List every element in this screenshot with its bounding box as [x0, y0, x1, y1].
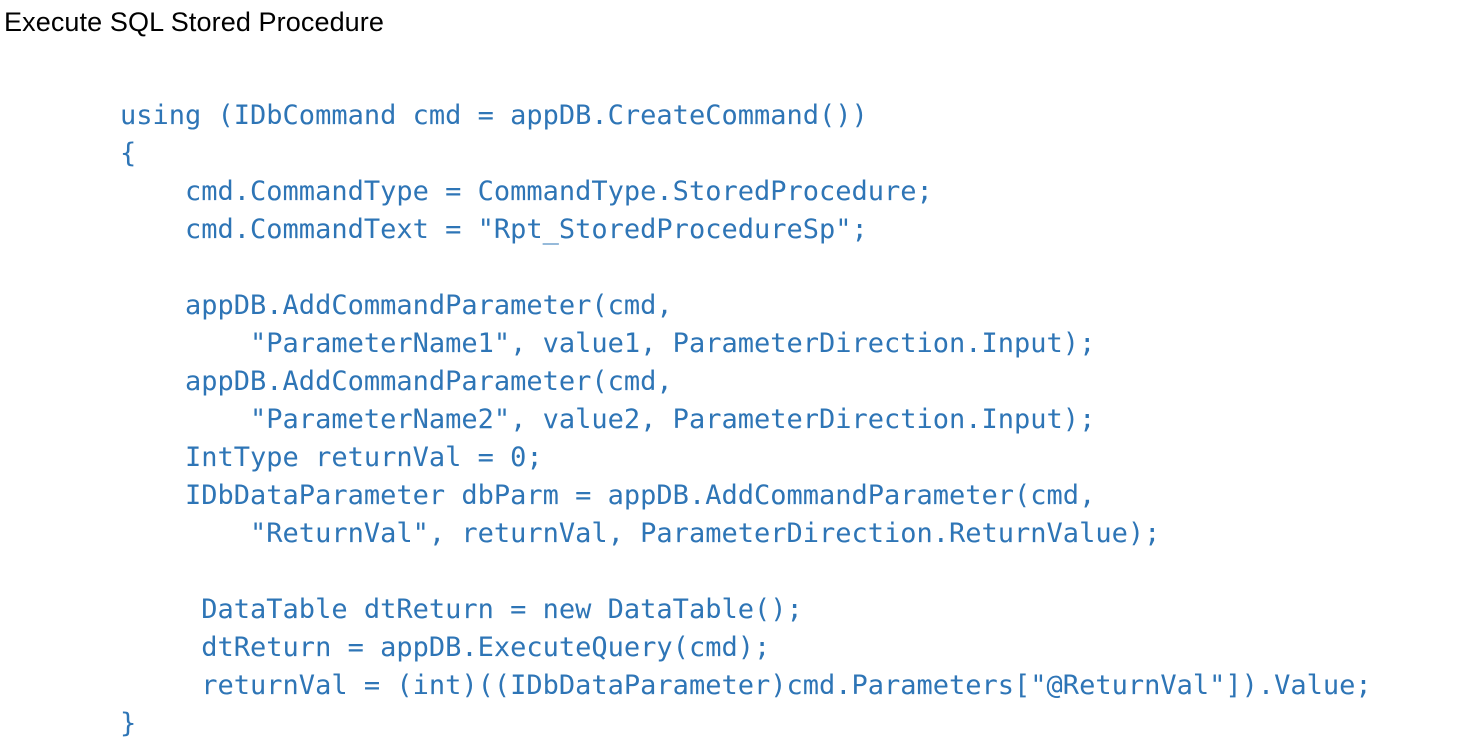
- code-snippet-block: using (IDbCommand cmd = appDB.CreateComm…: [120, 97, 1372, 743]
- code-line: [120, 553, 1372, 591]
- code-line: }: [120, 708, 137, 739]
- code-line: DataTable dtReturn = new DataTable();: [120, 594, 803, 625]
- code-line: "ParameterName2", value2, ParameterDirec…: [120, 404, 1096, 435]
- page-title: Execute SQL Stored Procedure: [4, 7, 385, 37]
- code-line: appDB.AddCommandParameter(cmd,: [120, 366, 673, 397]
- code-line: IntType returnVal = 0;: [120, 442, 543, 473]
- code-line: IDbDataParameter dbParm = appDB.AddComma…: [120, 480, 1096, 511]
- code-line: "ParameterName1", value1, ParameterDirec…: [120, 328, 1096, 359]
- code-line: appDB.AddCommandParameter(cmd,: [120, 290, 673, 321]
- page-root: Execute SQL Stored Procedure using (IDbC…: [4, 7, 1372, 739]
- code-line: cmd.CommandType = CommandType.StoredProc…: [120, 176, 933, 207]
- code-line: [120, 249, 1372, 287]
- code-line: {: [120, 138, 137, 169]
- code-line: returnVal = (int)((IDbDataParameter)cmd.…: [120, 670, 1372, 701]
- code-line: "ReturnVal", returnVal, ParameterDirecti…: [120, 518, 1161, 549]
- code-line: cmd.CommandText = "Rpt_StoredProcedureSp…: [120, 214, 868, 245]
- code-line: using (IDbCommand cmd = appDB.CreateComm…: [120, 100, 868, 131]
- code-line: dtReturn = appDB.ExecuteQuery(cmd);: [120, 632, 771, 663]
